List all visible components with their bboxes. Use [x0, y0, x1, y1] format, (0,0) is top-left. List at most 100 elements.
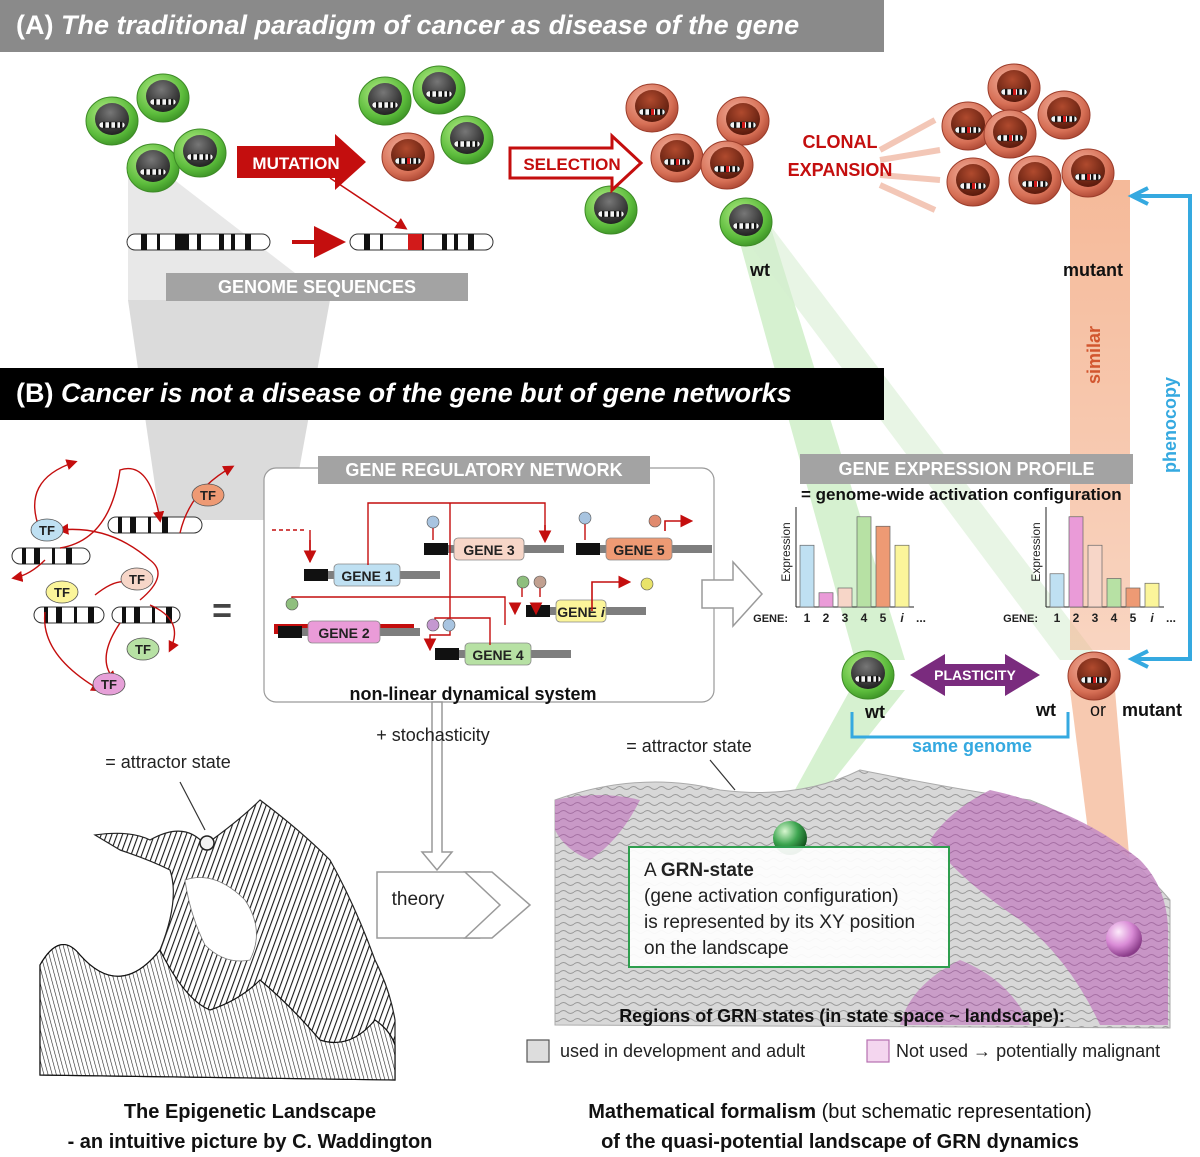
- regulator-dot: [578, 511, 592, 525]
- gene-tick-label: i: [900, 611, 904, 625]
- regulator-dot: [285, 597, 299, 611]
- equals-sign: =: [212, 592, 232, 630]
- mutant-cell: [700, 140, 754, 190]
- regulator-dot: [442, 618, 456, 632]
- tf-ellipse: [191, 483, 225, 507]
- gene-tick-label: 3: [1092, 611, 1099, 625]
- y-axis-label: Expression: [1029, 522, 1043, 581]
- gene-tick-label: 3: [842, 611, 849, 625]
- gene-box: [555, 599, 607, 623]
- grn-title: GENE REGULATORY NETWORK: [318, 456, 650, 484]
- bar-gene-2: [818, 592, 834, 608]
- legend-used-label: used in development and adult: [560, 1041, 805, 1061]
- gene-label: GENE 4: [472, 647, 524, 663]
- phenocopy-bracket: [1135, 194, 1192, 661]
- caption-left: The Epigenetic Landscape - an intuitive …: [20, 1097, 480, 1157]
- stochasticity-arrow: [420, 701, 454, 872]
- plasticity-arrow: PLASTICITY: [910, 654, 1040, 696]
- tf-ellipse: [92, 672, 126, 696]
- or-label: or: [1090, 700, 1106, 720]
- grn-state-line-1: A GRN-state: [644, 860, 754, 881]
- gep-subtitle: = genome-wide activation configuration: [801, 485, 1122, 504]
- gene-box: [605, 537, 673, 561]
- caption-right-line-1: Mathematical formalism (but schematic re…: [588, 1101, 1092, 1123]
- regulator-dot: [516, 575, 530, 589]
- mutation-label: MUTATION: [252, 154, 339, 173]
- mutant-cell: [987, 63, 1041, 113]
- bar-gene-1: [1049, 573, 1065, 608]
- mutant-cell: [625, 83, 679, 133]
- clonal-expansion-arrows: [878, 117, 941, 213]
- attractor-label-right: = attractor state: [626, 736, 752, 756]
- theory-label: theory: [392, 889, 445, 910]
- plasticity-label: PLASTICITY: [934, 667, 1016, 683]
- gene-label: GENE 3: [463, 542, 515, 558]
- regulator-dot: [640, 577, 654, 591]
- tf-label: TF: [135, 642, 151, 657]
- gene-tick-label: ...: [916, 611, 926, 625]
- grn-state-box: A GRN-state (gene activation configurati…: [628, 846, 950, 968]
- tf-ellipse: [126, 637, 160, 661]
- mutant-cell: [1037, 90, 1091, 140]
- wt-label-top: wt: [749, 260, 770, 280]
- mutant-cell: [941, 101, 995, 151]
- similar-label: similar: [1084, 326, 1104, 384]
- mutant-label-bottom: mutant: [1122, 700, 1182, 720]
- wt-left-label: wt: [864, 702, 885, 722]
- same-genome-bracket: [850, 712, 1070, 739]
- bar-gene-4: [1106, 578, 1122, 608]
- panel-a-title: (A) The traditional paradigm of cancer a…: [16, 10, 800, 40]
- y-axis-label: Expression: [779, 522, 793, 581]
- mutant-cell-right: [1067, 651, 1121, 701]
- wt-cell-selected: [719, 197, 773, 247]
- mutation-arrow: MUTATION: [237, 134, 366, 190]
- nonlinear-label: non-linear dynamical system: [349, 684, 596, 704]
- panel-b-banner: (B) Cancer is not a disease of the gene …: [0, 368, 884, 420]
- same-genome-label: same genome: [912, 736, 1032, 756]
- legend-not-used-label: Not used → potentially malignant: [896, 1041, 1160, 1061]
- mutant-cell: [1008, 155, 1062, 205]
- mutant-cell: [946, 157, 1000, 207]
- plasticity-cells: [841, 650, 1121, 701]
- regulator-dot: [648, 514, 662, 528]
- x-axis-label: GENE:: [1003, 613, 1038, 625]
- bar-gene-5: [1125, 587, 1141, 608]
- wt-right-label: wt: [1035, 700, 1056, 720]
- caption-right: Mathematical formalism (but schematic re…: [520, 1097, 1160, 1157]
- mutant-cell: [381, 132, 435, 182]
- gene-box: [464, 642, 532, 666]
- panel-a-banner: (A) The traditional paradigm of cancer a…: [0, 0, 884, 52]
- caption-left-line-1: The Epigenetic Landscape: [123, 1101, 377, 1123]
- bar-gene-3: [837, 587, 853, 608]
- grn-state-line-2: (gene activation configuration): [644, 886, 899, 907]
- tf-label: TF: [54, 585, 70, 600]
- bar-gene-2: [1068, 516, 1084, 608]
- gep-title: GENE EXPRESSION PROFILE: [800, 454, 1133, 484]
- gene-tick-label: 5: [1130, 611, 1137, 625]
- mutant-label-top: mutant: [1063, 260, 1123, 280]
- gene-tick-label: 1: [804, 611, 811, 625]
- bar-gene-3: [1087, 544, 1103, 608]
- chromosome-mutant: [349, 233, 494, 251]
- caption-right-line-2: of the quasi-potential landscape of GRN …: [601, 1131, 1079, 1153]
- bar-gene-1: [799, 544, 815, 608]
- bar-gene-i: [1144, 582, 1160, 608]
- waddington-ball: [199, 835, 215, 851]
- stochasticity-label: + stochasticity: [376, 725, 490, 745]
- selection-arrow: SELECTION: [508, 132, 644, 194]
- caption-left-line-2: - an intuitive picture by C. Waddington: [67, 1131, 433, 1153]
- grn-state-line-3: is represented by its XY position: [644, 912, 916, 933]
- wt-cell: [85, 96, 139, 146]
- gene-label: GENE 1: [341, 568, 393, 584]
- legend-not-used-swatch: [866, 1039, 890, 1063]
- clonal-label: CLONAL: [803, 132, 878, 152]
- gene-label: GENE 5: [613, 542, 665, 558]
- gene-tick-label: 2: [823, 611, 830, 625]
